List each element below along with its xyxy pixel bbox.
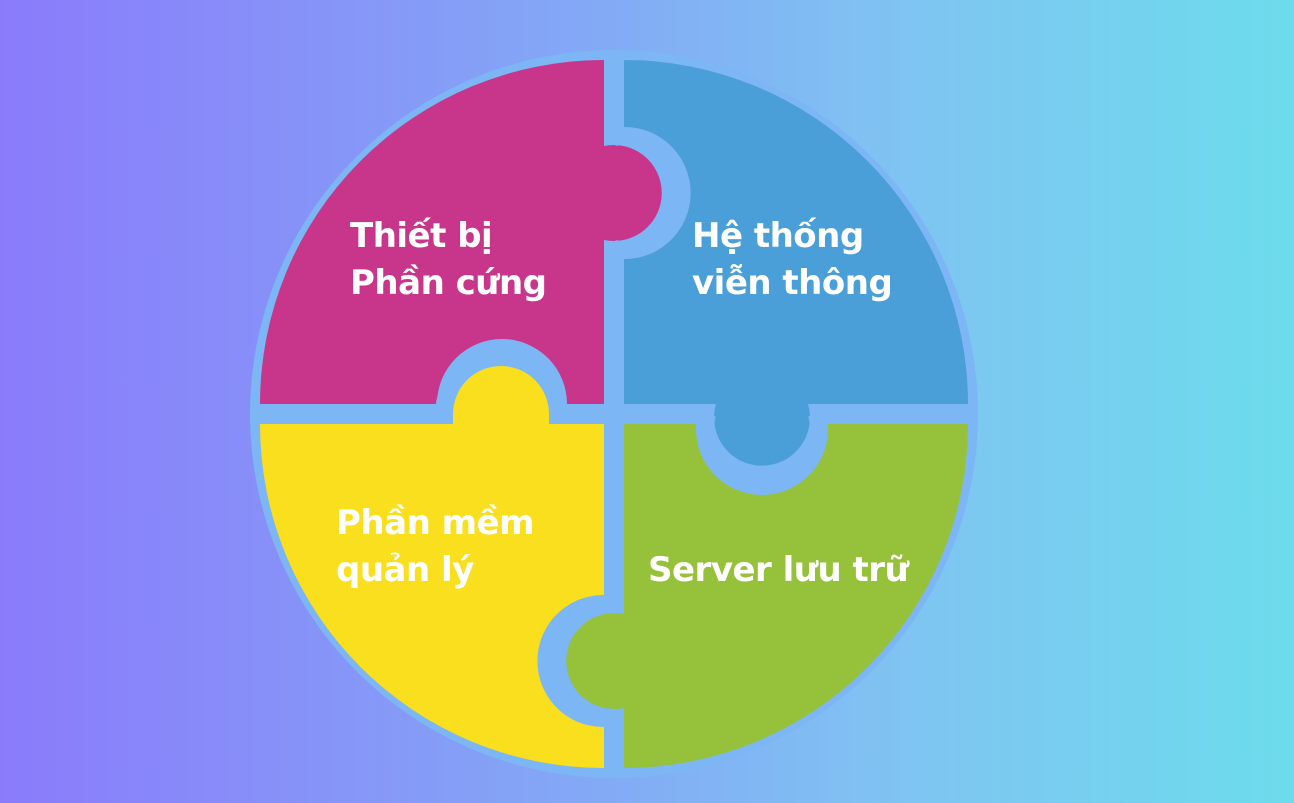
knob-gap-top-right bbox=[696, 411, 828, 495]
label-top-left-line-1: Thiết bị bbox=[350, 216, 493, 256]
label-bottom-left-line-2: quản lý bbox=[336, 550, 474, 590]
label-top-left: Thiết bị Phần cứng bbox=[350, 213, 547, 307]
label-bottom-right-line-1: Server lưu trữ bbox=[648, 550, 909, 590]
puzzle-piece-top-right bbox=[624, 60, 968, 466]
label-bottom-right: Server lưu trữ bbox=[648, 547, 909, 594]
label-bottom-left-line-1: Phần mềm bbox=[336, 503, 535, 543]
puzzle-piece-top-left bbox=[260, 60, 662, 404]
knob-gap-bottom-left bbox=[435, 348, 567, 415]
label-bottom-left: Phần mềm quản lý bbox=[336, 500, 535, 594]
puzzle-piece-bottom-right bbox=[566, 424, 968, 768]
knob-gap-top-left bbox=[612, 127, 691, 259]
puzzle-piece-bottom-left bbox=[260, 364, 604, 768]
knob-gap-bottom-right bbox=[537, 595, 616, 727]
label-top-right-line-1: Hệ thống bbox=[692, 216, 864, 256]
label-top-right: Hệ thống viễn thông bbox=[692, 213, 893, 307]
knob-gaps bbox=[435, 127, 828, 727]
label-top-right-line-2: viễn thông bbox=[692, 263, 893, 303]
label-top-left-line-2: Phần cứng bbox=[350, 263, 547, 303]
